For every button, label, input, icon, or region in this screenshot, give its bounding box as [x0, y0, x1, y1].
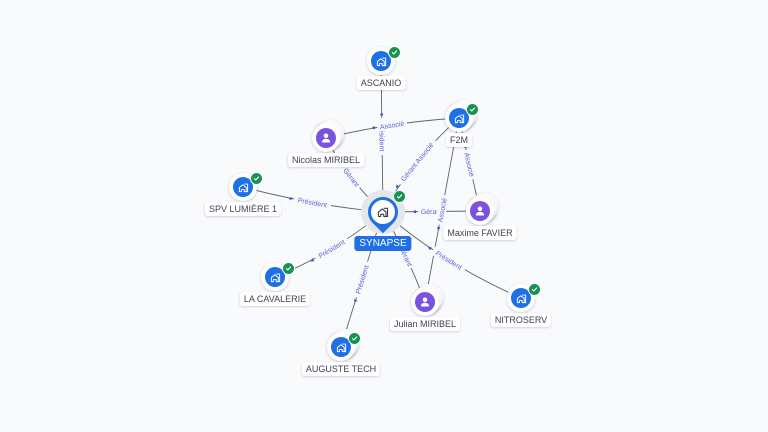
- verified-check-icon: [348, 332, 361, 345]
- edge-label-bg: [376, 118, 408, 132]
- building-icon: [449, 108, 469, 128]
- edge-label-bg: [352, 260, 372, 299]
- node-label[interactable]: ASCANIO: [356, 76, 406, 90]
- node-label[interactable]: SPV LUMIÈRE 1: [204, 202, 282, 216]
- user-icon: [316, 128, 336, 148]
- building-icon: [371, 51, 391, 71]
- edge-label-bg: [434, 194, 450, 226]
- node-label[interactable]: NITROSERV: [490, 313, 552, 327]
- edge-arrow-icon: [412, 209, 416, 214]
- node-label[interactable]: AUGUSTE TECH: [301, 362, 381, 376]
- edge-label-bg: [430, 246, 468, 274]
- node-label[interactable]: Nicolas MIRIBEL: [287, 153, 365, 167]
- edge-arrow-icon: [310, 258, 315, 262]
- verified-check-icon: [528, 283, 541, 296]
- verified-check-icon: [466, 103, 479, 116]
- node-label[interactable]: Maxime FAVIER: [443, 226, 517, 240]
- node-label[interactable]: SYNAPSE: [354, 236, 412, 251]
- edge-label: Président: [377, 122, 384, 152]
- edge-arrow-icon: [427, 247, 432, 251]
- edge-nicolas-f2m: Associé: [325, 117, 460, 139]
- building-icon: [331, 337, 351, 357]
- edge-arrow-icon: [437, 226, 441, 231]
- building-icon: [265, 267, 285, 287]
- node-label[interactable]: Julian MIRIBEL: [389, 317, 461, 331]
- verified-check-icon: [393, 190, 406, 203]
- edge-arrow-icon: [371, 125, 376, 130]
- building-icon: [233, 177, 253, 197]
- edge-label-bg: [339, 164, 363, 191]
- node-label[interactable]: LA CAVALERIE: [239, 292, 311, 306]
- node-label[interactable]: F2M: [446, 133, 472, 147]
- edge-arrow-icon: [353, 299, 358, 304]
- verified-check-icon: [388, 46, 401, 59]
- edge-label: Associé: [437, 197, 448, 222]
- edge-label: Associé: [380, 121, 405, 132]
- edge-arrow-icon: [395, 184, 400, 189]
- edge-label: Gérant Associé: [400, 142, 435, 183]
- edge-label: Associé: [462, 152, 474, 178]
- edge-label-bg: [293, 194, 332, 211]
- edge-arrow-icon: [379, 111, 384, 116]
- edge-label-bg: [313, 235, 350, 263]
- verified-check-icon: [250, 172, 263, 185]
- edge-label-bg: [461, 148, 478, 181]
- verified-check-icon: [282, 262, 295, 275]
- building-icon: [371, 200, 395, 224]
- edge-arrow-icon: [288, 196, 292, 201]
- building-icon: [511, 288, 531, 308]
- edge-label-bg: [396, 137, 439, 187]
- user-icon: [470, 201, 490, 221]
- edge-label: Président: [297, 197, 327, 209]
- user-icon: [415, 292, 435, 312]
- edge-label: Gérant: [421, 209, 443, 216]
